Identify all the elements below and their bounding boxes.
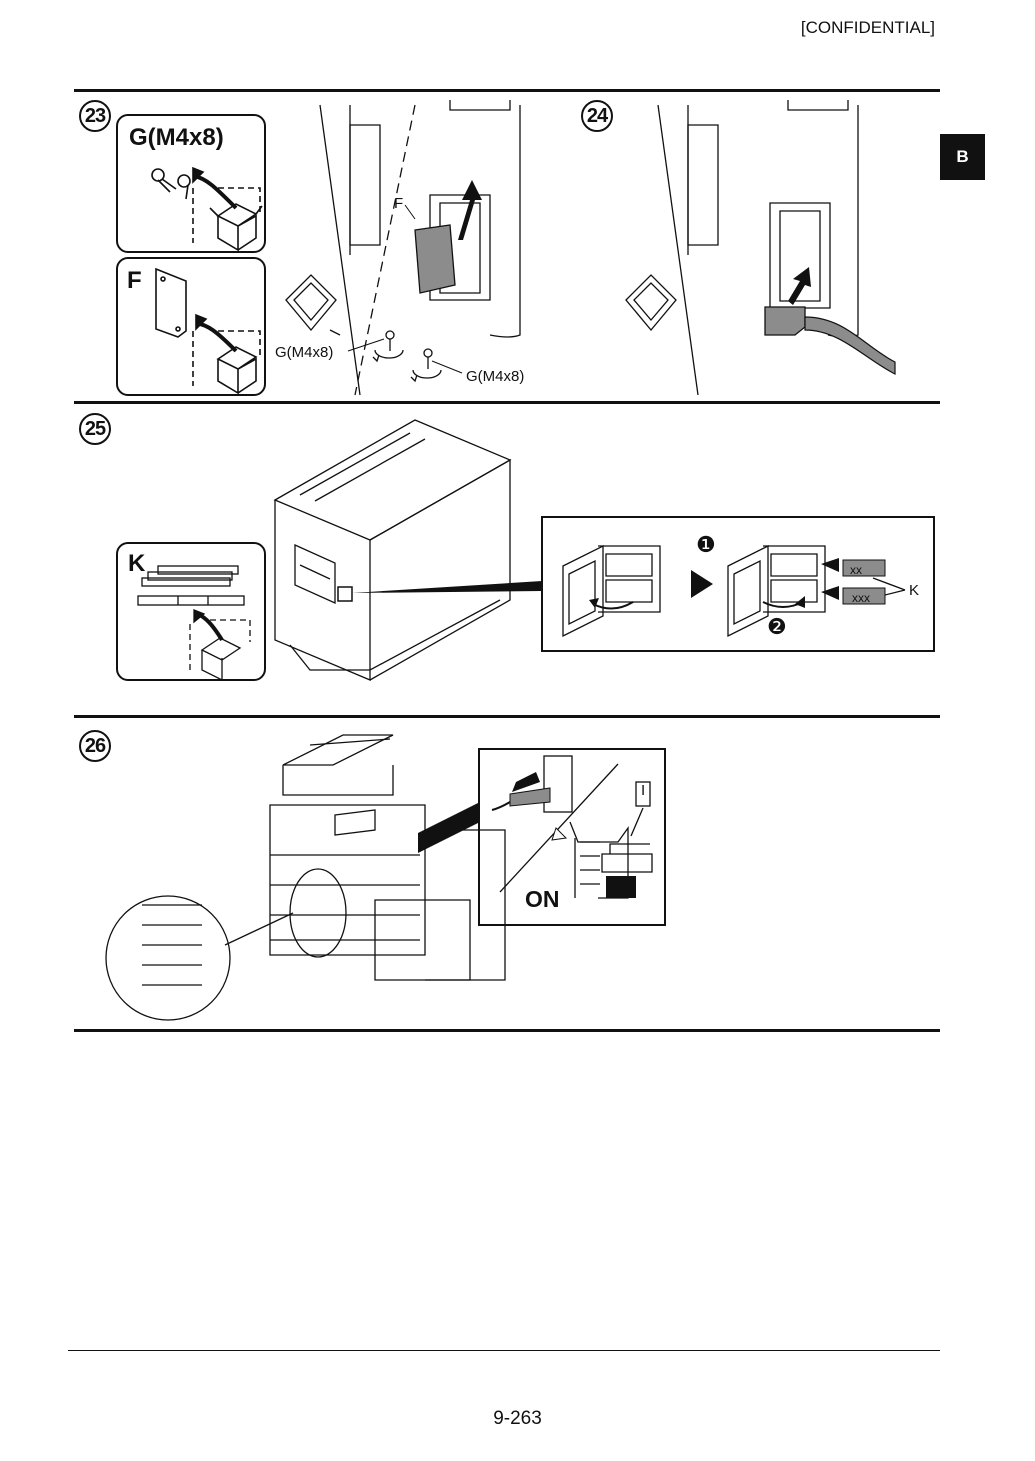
- confidential-marker: [CONFIDENTIAL]: [800, 18, 935, 37]
- label-detail-illustration: [562, 544, 906, 638]
- part-f-box: F: [116, 257, 266, 396]
- screw-pair-icon: [151, 166, 263, 252]
- step-24-number: 24: [581, 100, 613, 132]
- paper-feeder-illustration: [273, 419, 542, 681]
- step-25-number: 25: [79, 413, 111, 445]
- step-23-number: 23: [79, 100, 111, 132]
- label-detail-box: ❶ ❷ xx xxx K: [541, 516, 935, 652]
- part-g-box: G(M4x8): [116, 114, 266, 253]
- callout-screw-right: G(M4x8): [466, 368, 525, 385]
- section-tab[interactable]: B: [940, 134, 985, 180]
- plate-icon: [155, 267, 261, 395]
- part-f-label: F: [127, 267, 142, 294]
- callout-k: K: [909, 582, 920, 599]
- callout-switch-i: I: [641, 782, 646, 799]
- footer-rule: [68, 1350, 940, 1351]
- label-b-text: xxx: [852, 591, 870, 605]
- step-26-number: 26: [79, 730, 111, 762]
- part-k-label: K: [128, 550, 146, 577]
- part-k-box: K: [116, 542, 266, 682]
- divider-top: [74, 89, 940, 92]
- part-g-label: G(M4x8): [129, 124, 224, 151]
- power-switch-illustration: [491, 755, 653, 899]
- power-detail-box: ON I: [478, 748, 666, 926]
- callout-step-1: ❶: [696, 532, 716, 557]
- divider-step-25: [74, 401, 940, 404]
- callout-plate-f: F: [394, 195, 404, 212]
- mfp-illustration: [105, 734, 506, 1021]
- divider-step-26: [74, 715, 940, 718]
- step-23-illustration: [285, 100, 521, 396]
- callout-screw-left: G(M4x8): [275, 344, 334, 361]
- label-strips-icon: [137, 565, 251, 682]
- step-24-illustration: [625, 100, 896, 396]
- label-a-text: xx: [850, 563, 862, 577]
- divider-bottom: [74, 1029, 940, 1032]
- callout-step-2: ❷: [767, 614, 787, 639]
- page-number: 9-263: [493, 1408, 542, 1429]
- callout-on: ON: [525, 886, 560, 912]
